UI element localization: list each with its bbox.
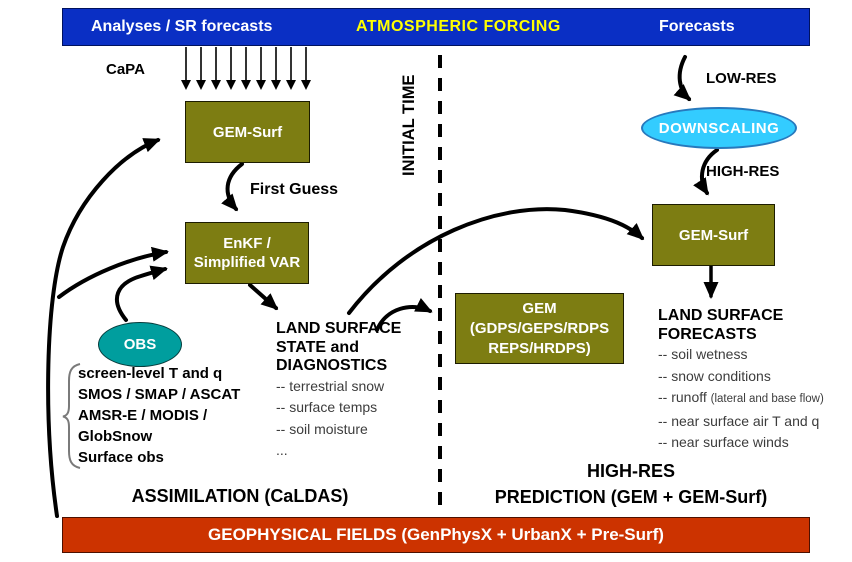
land-state-item: ... — [276, 442, 288, 458]
obs-ellipse: OBS — [98, 322, 182, 367]
land-forecasts-item: -- near surface air T and q — [658, 412, 820, 429]
gem-box: GEM (GDPS/GEPS/RDPS REPS/HRDPS) — [455, 293, 624, 364]
initial-time-label: INITIAL TIME — [400, 74, 418, 176]
obs-label: OBS — [123, 336, 157, 353]
first-guess-label: First Guess — [250, 181, 339, 198]
prediction-caption-line1: HIGH-RES — [586, 461, 675, 481]
first-guess-arrow — [221, 162, 244, 212]
geophysical-fields-label: GEOPHYSICAL FIELDS (GenPhysX + UrbanX + … — [208, 525, 664, 544]
obs-to-enkf-arrow — [115, 265, 168, 322]
capa-label: CaPA — [106, 61, 145, 78]
land-surface-state-block: LAND SURFACE STATE and DIAGNOSTICS -- te… — [276, 320, 401, 462]
downscaling-ellipse: DOWNSCALING — [641, 107, 797, 149]
land-forecasts-title: FORECASTS — [658, 325, 757, 343]
land-state-title: LAND SURFACE — [276, 320, 402, 337]
land-state-title: STATE and — [276, 338, 359, 356]
low-res-arrow — [673, 55, 692, 102]
gem-label-line2: (GDPS/GEPS/RDPS — [469, 319, 610, 337]
prediction-caption-line2: PREDICTION (GEM + GEM-Surf) — [494, 487, 768, 507]
low-res-label: LOW-RES — [706, 70, 777, 87]
downscaling-label: DOWNSCALING — [658, 119, 780, 137]
geo-fields-to-gemsurf-arrow — [46, 138, 161, 518]
runoff-detail-label: (lateral and base flow) — [710, 393, 824, 405]
enkf-box: EnKF / Simplified VAR — [185, 222, 309, 284]
top-banner: Analyses / SR forecasts ATMOSPHERIC FORC… — [62, 8, 810, 46]
obs-source-item: screen-level T and q — [78, 365, 223, 382]
land-forecasts-item: -- snow conditions — [658, 367, 771, 384]
obs-list-brace — [62, 363, 81, 469]
banner-forecasts-label: Forecasts — [659, 18, 735, 35]
land-surface-forecasts-block: LAND SURFACE FORECASTS -- soil wetness -… — [658, 307, 824, 454]
obs-source-list: screen-level T and q SMOS / SMAP / ASCAT… — [78, 363, 240, 468]
obs-source-item: SMOS / SMAP / ASCAT — [78, 386, 241, 403]
land-forecasts-item: -- near surface winds — [658, 434, 789, 450]
banner-atmospheric-forcing-label: ATMOSPHERIC FORCING — [356, 18, 561, 35]
gem-surf-right-box: GEM-Surf — [652, 204, 775, 266]
obs-source-item: AMSR-E / MODIS / — [78, 407, 208, 424]
land-forecasts-title: LAND SURFACE — [658, 307, 784, 324]
geo-fields-to-enkf-arrow — [57, 246, 169, 299]
gem-label-line1: GEM — [522, 299, 557, 317]
prediction-caption: HIGH-RES PREDICTION (GEM + GEM-Surf) — [450, 458, 812, 510]
geophysical-fields-banner: GEOPHYSICAL FIELDS (GenPhysX + UrbanX + … — [62, 517, 810, 553]
gem-surf-left-box: GEM-Surf — [185, 101, 310, 163]
land-state-item: -- terrestrial snow — [276, 377, 385, 394]
enkf-label-line1: EnKF / — [223, 235, 271, 252]
gem-label-line3: REPS/HRDPS) — [488, 339, 591, 357]
banner-analyses-label: Analyses / SR forecasts — [91, 18, 273, 35]
state-to-gemsurf-right-arrow — [347, 207, 645, 315]
gem-surf-left-label: GEM-Surf — [212, 123, 283, 141]
runoff-label: -- runoff — [658, 389, 711, 405]
high-res-label: HIGH-RES — [706, 163, 780, 180]
land-forecasts-item: -- runoff (lateral and base flow) — [658, 387, 824, 411]
gem-surf-right-label: GEM-Surf — [678, 226, 749, 244]
enkf-label-line2: Simplified VAR — [193, 254, 301, 271]
obs-source-item: GlobSnow — [78, 428, 153, 445]
assimilation-caption: ASSIMILATION (CaLDAS) — [131, 486, 349, 506]
enkf-to-state-arrow — [248, 283, 279, 310]
obs-source-item: Surface obs — [78, 449, 164, 466]
land-state-item: -- surface temps — [276, 399, 378, 415]
state-to-gem-arrow — [375, 298, 433, 332]
land-state-title: DIAGNOSTICS — [276, 357, 388, 374]
capa-arrow-group — [181, 47, 311, 90]
land-forecasts-item: -- soil wetness — [658, 346, 748, 362]
land-state-item: -- soil moisture — [276, 420, 368, 437]
high-res-arrow — [693, 148, 719, 196]
